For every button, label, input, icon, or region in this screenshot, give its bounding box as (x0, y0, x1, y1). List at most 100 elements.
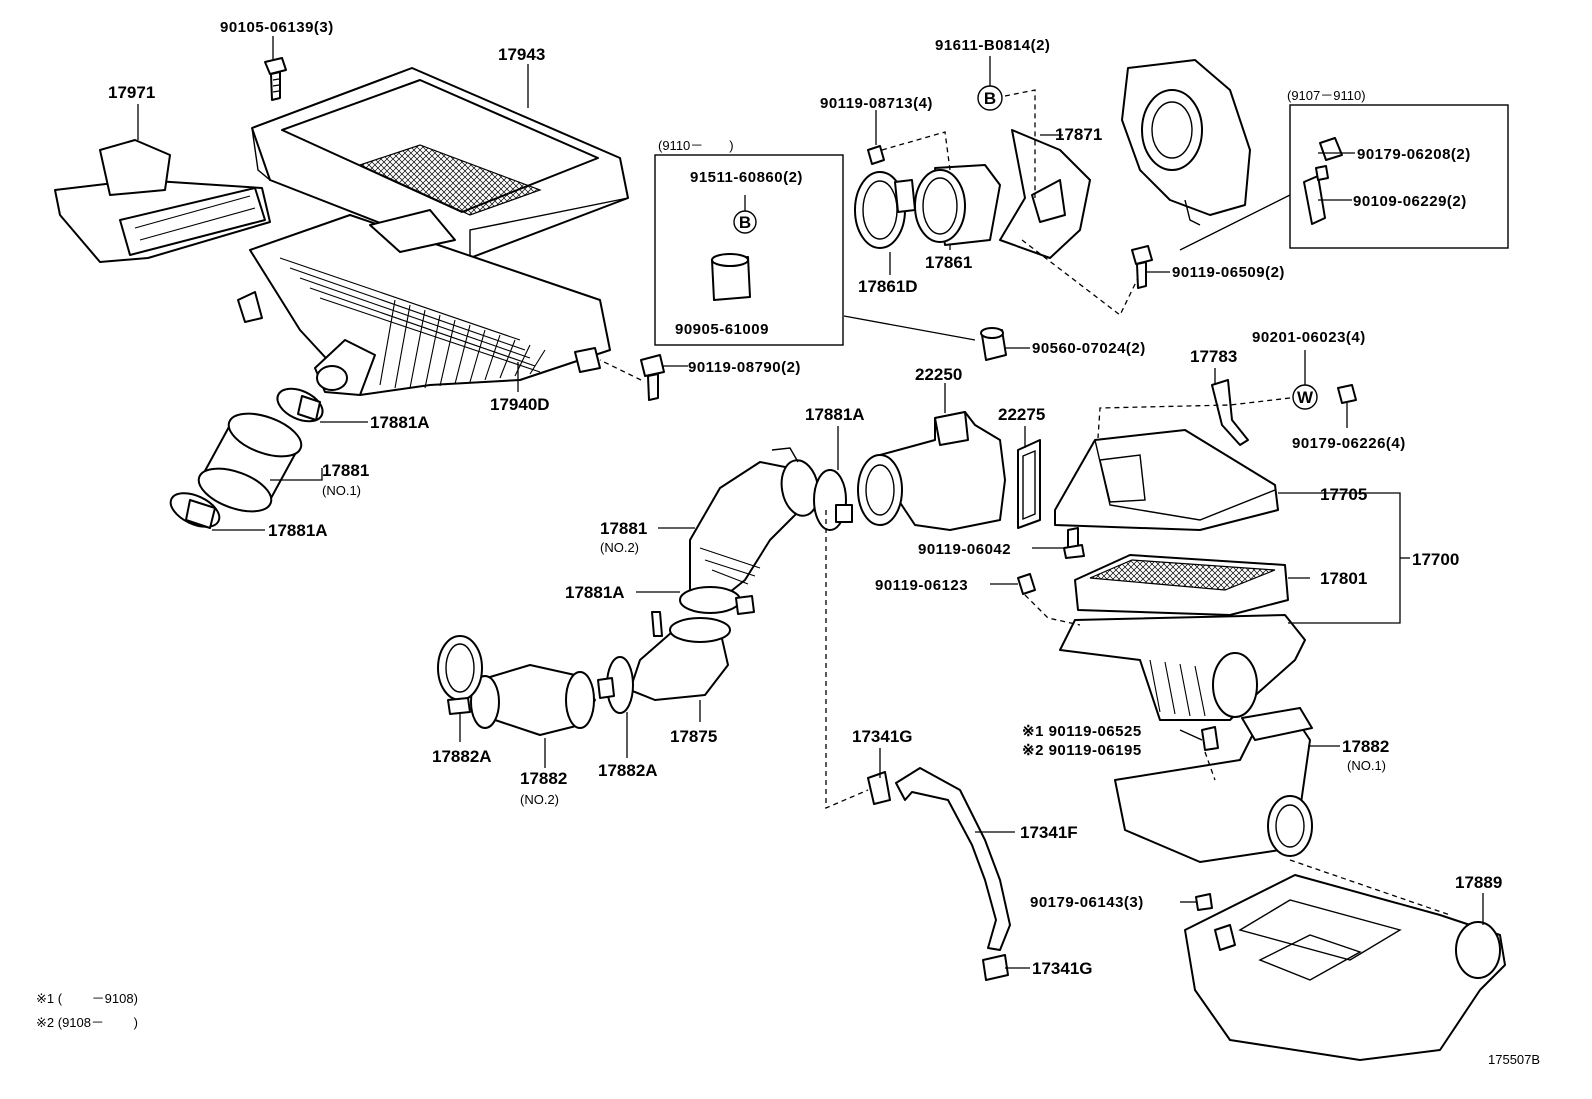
label-box2-range: (9107－9110) (1287, 88, 1366, 103)
footnote-2: ※2 (9108－ ) (36, 1015, 138, 1030)
label-17861: 17861 (925, 253, 972, 272)
dashed-reference-lines (599, 89, 1451, 916)
label-17971: 17971 (108, 83, 155, 102)
marker-b-upper: B (977, 85, 1003, 111)
label-17881-no2: 17881 (600, 519, 647, 538)
svg-text:B: B (984, 89, 996, 108)
label-17861D: 17861D (858, 277, 918, 296)
label-90179-06208: 90179-06208(2) (1357, 146, 1471, 163)
label-17881-no1: 17881 (322, 461, 369, 480)
label-17801: 17801 (1320, 569, 1367, 588)
label-note1-part: ※1 90119-06525 (1022, 723, 1142, 740)
label-17882A-right: 17882A (598, 761, 658, 780)
nut-90179-06143 (1195, 893, 1213, 911)
label-17882-no1: 17882 (1342, 737, 1389, 756)
label-90119-08713: 90119-08713(4) (820, 95, 933, 112)
clip-17341G-lower (982, 954, 1009, 981)
variant-box-9110 (654, 154, 844, 346)
label-90201-06023: 90201-06023(4) (1252, 329, 1366, 346)
clamp-17881A-upper (276, 387, 324, 423)
svg-text:W: W (1297, 388, 1314, 407)
airflow-meter-22250 (857, 411, 1006, 531)
label-17875: 17875 (670, 727, 717, 746)
label-17881-no2-sub: (NO.2) (600, 540, 639, 555)
air-cleaner-case-17705 (1054, 429, 1279, 531)
bolt-90119-06042 (1063, 527, 1085, 559)
part-number-labels: 90105-06139(3) 17943 17971 17940D 90119-… (36, 19, 1540, 1067)
hose-17341F (895, 767, 1011, 951)
label-17882-no1-sub: (NO.1) (1347, 758, 1386, 773)
marker-b-box: B (739, 213, 751, 232)
air-intake-duct-17940D (237, 209, 611, 396)
variant-box-9107-9110 (1289, 104, 1509, 249)
label-box1-range: (9110－ ) (658, 138, 734, 153)
clip-17341G-upper (867, 771, 891, 805)
label-17700: 17700 (1412, 550, 1459, 569)
air-cleaner-cap-17943 (251, 67, 629, 259)
label-17881-no1-sub: (NO.1) (322, 483, 361, 498)
resonator-17889 (1184, 874, 1506, 1061)
label-90179-06226: 90179-06226(4) (1292, 435, 1406, 452)
label-22275: 22275 (998, 405, 1045, 424)
label-17940D: 17940D (490, 395, 550, 414)
label-17882A-left: 17882A (432, 747, 492, 766)
clamp-17881A-mid (813, 469, 853, 531)
bolt-90119-06123 (1017, 573, 1036, 595)
label-17341G-lower: 17341G (1032, 959, 1093, 978)
clamp-17882A-right (597, 656, 634, 714)
label-note2-part: ※2 90119-06195 (1022, 742, 1142, 759)
label-90119-06509: 90119-06509(2) (1172, 264, 1285, 281)
clamp-17881A-low (679, 586, 755, 615)
label-90905-61009: 90905-61009 (675, 321, 769, 338)
label-90119-08790: 90119-08790(2) (688, 359, 801, 376)
hose-17882-no2 (470, 664, 596, 736)
label-17881A-upper: 17881A (370, 413, 430, 432)
footnote-1: ※1 ( －9108) (36, 991, 138, 1006)
figure-id: 175507B (1488, 1052, 1540, 1067)
bolt-90119-06509 (1131, 245, 1153, 289)
bolt-90105-06139 (264, 57, 287, 101)
duct-17882-no1 (1114, 707, 1313, 863)
marker-w: W (1292, 384, 1318, 410)
label-17889: 17889 (1455, 873, 1502, 892)
label-17881A-mid: 17881A (805, 405, 865, 424)
hose-17875 (629, 611, 731, 701)
throttle-body (1121, 59, 1251, 226)
svg-text:B: B (739, 213, 751, 232)
air-flow-meter-group (854, 129, 1091, 259)
label-17943: 17943 (498, 45, 545, 64)
label-17882-no2-sub: (NO.2) (520, 792, 559, 807)
label-17882-no2: 17882 (520, 769, 567, 788)
label-22250: 22250 (915, 365, 962, 384)
label-17881A-low: 17881A (565, 583, 625, 602)
air-inlet-17971 (54, 139, 271, 263)
label-90105-06139: 90105-06139(3) (220, 19, 334, 36)
bolt-90119-06525 (1201, 726, 1219, 751)
air-filter-element-17801 (1074, 554, 1289, 616)
label-17341F: 17341F (1020, 823, 1078, 842)
gasket-22275 (1017, 439, 1041, 529)
label-90560-07024: 90560-07024(2) (1032, 340, 1146, 357)
label-17871: 17871 (1055, 125, 1102, 144)
label-90119-06042: 90119-06042 (918, 541, 1011, 558)
label-17881A-lower: 17881A (268, 521, 328, 540)
label-90119-06123: 90119-06123 (875, 577, 968, 594)
leader-lines (137, 36, 1484, 969)
label-91611-B0814: 91611-B0814(2) (935, 37, 1050, 54)
label-90179-06143: 90179-06143(3) (1030, 894, 1144, 911)
clamp-17881A-lower (169, 492, 221, 529)
air-cleaner-case-lower (1059, 614, 1306, 721)
hose-17881-no1 (197, 412, 303, 513)
label-91511-60860: 91511-60860(2) (690, 169, 803, 186)
label-17705: 17705 (1320, 485, 1367, 504)
bracket-17783 (1211, 379, 1249, 446)
label-90109-06229: 90109-06229(2) (1353, 193, 1467, 210)
hose-17881-no2 (689, 447, 820, 601)
label-17783: 17783 (1190, 347, 1237, 366)
bolt-90119-08790 (640, 354, 665, 401)
clamp-17882A-left (437, 635, 483, 715)
grommet-90560-07024 (980, 327, 1007, 361)
label-17341G-upper: 17341G (852, 727, 913, 746)
nut-90179-06226 (1337, 384, 1357, 404)
